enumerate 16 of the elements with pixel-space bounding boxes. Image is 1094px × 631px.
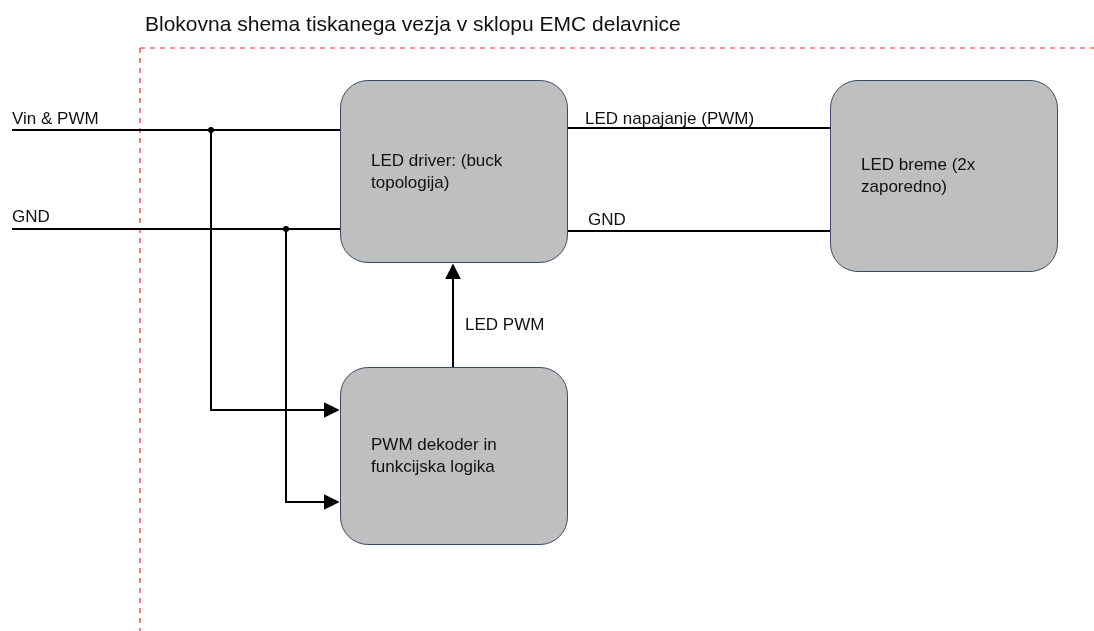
edge-label: LED PWM bbox=[465, 314, 545, 336]
title: Blokovna shema tiskanega vezja v sklopu EMC delavnice bbox=[145, 11, 681, 37]
arrow bbox=[115, 228, 340, 510]
block-box: LED driver: (buck topologija) bbox=[340, 80, 568, 263]
block-box: PWM dekoder in funkcijska logika bbox=[340, 367, 568, 545]
connection-line bbox=[567, 230, 831, 232]
connection-line bbox=[11, 129, 341, 131]
edge-label: GND bbox=[588, 209, 626, 231]
edge-label: LED napajanje (PWM) bbox=[585, 108, 755, 130]
connection-line bbox=[567, 127, 831, 129]
arrow bbox=[445, 263, 461, 368]
signal-label: GND bbox=[12, 204, 116, 229]
connection-line bbox=[11, 228, 341, 230]
block-box: LED breme (2x zaporedno) bbox=[830, 80, 1058, 272]
arrow bbox=[115, 129, 340, 418]
signal-label: Vin & PWM bbox=[12, 106, 116, 130]
